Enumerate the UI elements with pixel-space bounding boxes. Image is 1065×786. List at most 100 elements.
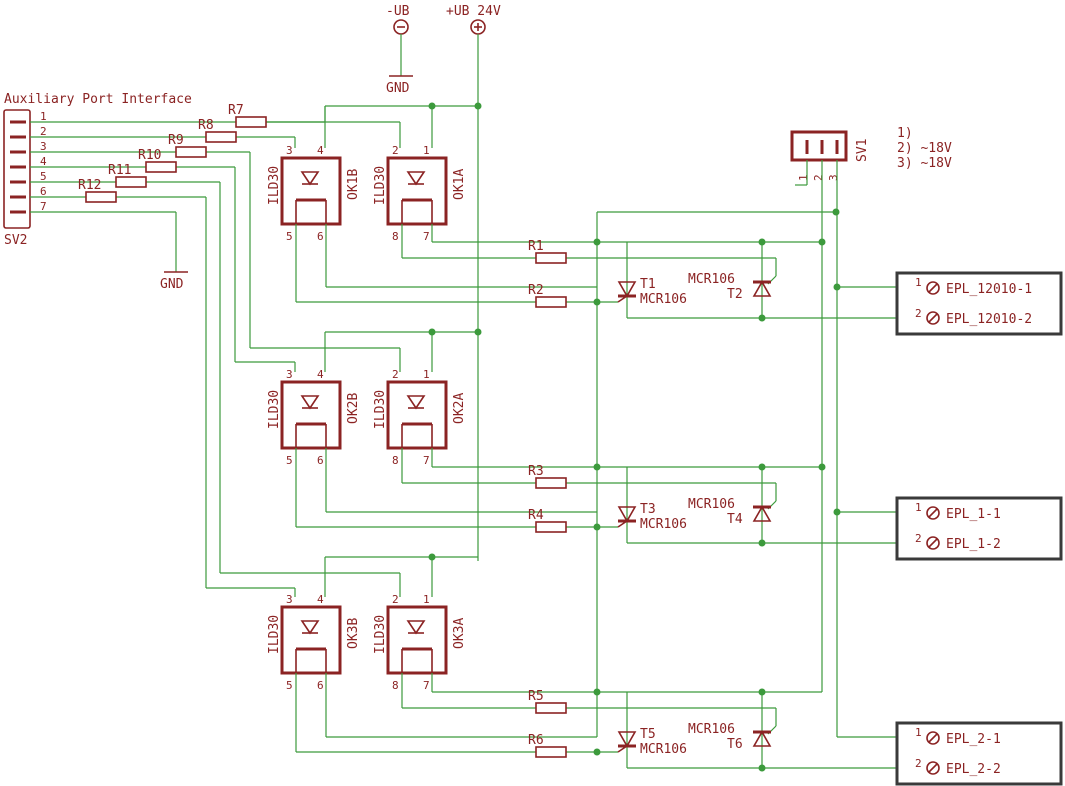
t3-part: MCR106 [640, 517, 687, 532]
connector-sv1: SV1 1 2 3 1) 2) ~18V 3) ~18V [790, 126, 952, 181]
ok1a-part: ILD30 [373, 166, 388, 205]
thyristor-t2: MCR106 T2 [688, 272, 772, 302]
sv2-pin-2: 2 [40, 125, 47, 138]
epl2-label-1: EPL_2-1 [946, 732, 1001, 747]
optocoupler-ok1b: 3 4 5 6 ILD30 OK1B [267, 144, 361, 243]
ok1a-pin-2: 2 [392, 144, 399, 157]
sv2-pin-3: 3 [40, 140, 47, 153]
ok2b-pin-3: 3 [286, 368, 293, 381]
sv1-legend-2: 2) ~18V [897, 141, 952, 156]
ok1a-pin-7: 7 [423, 230, 430, 243]
ok3a-part: ILD30 [373, 615, 388, 654]
ok3a-pin-2: 2 [392, 593, 399, 606]
optocoupler-ok2b: 3 4 5 6 ILD30 OK2B [267, 368, 361, 467]
t5-ref: T5 [640, 727, 656, 742]
ok2a-part: ILD30 [373, 390, 388, 429]
epl12010-label-2: EPL_12010-2 [946, 312, 1032, 327]
sv1-legend-3: 3) ~18V [897, 156, 952, 171]
ok1b-pin-3: 3 [286, 144, 293, 157]
resistor-r5: R5 [528, 689, 567, 714]
sv1-pin-1: 1 [797, 174, 810, 181]
terminal-block-epl-12010: 1 2 EPL_12010-1 EPL_12010-2 [895, 271, 1063, 336]
ok1a-ref: OK1A [452, 169, 467, 200]
resistor-r12: R12 [78, 178, 117, 203]
t6-part: MCR106 [688, 722, 735, 737]
optocoupler-ok1a: 2 1 8 7 ILD30 OK1A [373, 144, 467, 243]
gnd-label-top: GND [386, 81, 410, 96]
t5-part: MCR106 [640, 742, 687, 757]
ok2b-pin-6: 6 [317, 454, 324, 467]
aux-connector-sv2: Auxiliary Port Interface 1 2 3 4 5 6 7 S… [3, 92, 192, 248]
ok1b-part: ILD30 [267, 166, 282, 205]
r8-label: R8 [198, 118, 214, 133]
t2-part: MCR106 [688, 272, 735, 287]
minus-ub-supply: -UB GND [386, 4, 413, 96]
aux-port-title: Auxiliary Port Interface [4, 92, 192, 107]
thyristor-t3: T3 MCR106 [617, 502, 687, 532]
ok1b-pin-4: 4 [317, 144, 324, 157]
ok2b-pin-4: 4 [317, 368, 324, 381]
ok2a-ref: OK2A [452, 393, 467, 424]
r3-label: R3 [528, 464, 544, 479]
ok3b-part: ILD30 [267, 615, 282, 654]
connector-pins [10, 120, 26, 214]
optocoupler-ok3a: 2 1 8 7 ILD30 OK3A [373, 593, 467, 692]
optocoupler-ok2a: 2 1 8 7 ILD30 OK2A [373, 368, 467, 467]
sv2-ref: SV2 [4, 233, 27, 248]
terminal-block-epl-2: 1 2 EPL_2-1 EPL_2-2 [895, 721, 1063, 786]
resistor-r2: R2 [528, 283, 567, 308]
r1-label: R1 [528, 239, 544, 254]
ok2a-pin-7: 7 [423, 454, 430, 467]
ok2a-pin-1: 1 [423, 368, 430, 381]
ok1b-ref: OK1B [346, 169, 361, 200]
resistor-r4: R4 [528, 508, 567, 533]
ok1a-pin-1: 1 [423, 144, 430, 157]
minus-ub-label: -UB [386, 4, 410, 19]
epl12010-pin-2: 2 [915, 307, 922, 320]
r7-label: R7 [228, 103, 244, 118]
ok2b-part: ILD30 [267, 390, 282, 429]
epl12010-label-1: EPL_12010-1 [946, 282, 1032, 297]
gnd-label-aux: GND [160, 277, 184, 292]
ok3a-ref: OK3A [452, 618, 467, 649]
ok3b-pin-6: 6 [317, 679, 324, 692]
r10-label: R10 [138, 148, 161, 163]
t6-ref: T6 [727, 737, 743, 752]
plus-ub-label: +UB 24V [446, 4, 501, 19]
epl2-pin-1: 1 [915, 726, 922, 739]
t3-ref: T3 [640, 502, 656, 517]
sv2-pin-4: 4 [40, 155, 47, 168]
r4-label: R4 [528, 508, 544, 523]
ok2a-pin-2: 2 [392, 368, 399, 381]
r12-label: R12 [78, 178, 101, 193]
resistor-r10: R10 [138, 148, 177, 173]
sv1-pin-3: 3 [827, 174, 840, 181]
r5-label: R5 [528, 689, 544, 704]
resistor-r7: R7 [228, 103, 267, 128]
r6-label: R6 [528, 733, 544, 748]
resistor-r1: R1 [528, 239, 567, 264]
ok2b-pin-5: 5 [286, 454, 293, 467]
ok2b-ref: OK2B [346, 393, 361, 424]
sv2-pin-7: 7 [40, 200, 47, 213]
ok3b-pin-5: 5 [286, 679, 293, 692]
epl2-label-2: EPL_2-2 [946, 762, 1001, 777]
thyristor-t5: T5 MCR106 [617, 727, 687, 757]
t4-ref: T4 [727, 512, 743, 527]
ok2a-pin-8: 8 [392, 454, 399, 467]
epl1-pin-1: 1 [915, 501, 922, 514]
t4-part: MCR106 [688, 497, 735, 512]
t2-ref: T2 [727, 287, 743, 302]
r9-label: R9 [168, 133, 184, 148]
ok3a-pin-7: 7 [423, 679, 430, 692]
epl1-label-1: EPL_1-1 [946, 507, 1001, 522]
ok1b-pin-5: 5 [286, 230, 293, 243]
t1-ref: T1 [640, 277, 656, 292]
thyristor-t4: MCR106 T4 [688, 497, 772, 527]
ok3b-ref: OK3B [346, 618, 361, 649]
sv2-pin-5: 5 [40, 170, 47, 183]
t1-part: MCR106 [640, 292, 687, 307]
epl1-pin-2: 2 [915, 532, 922, 545]
resistor-r6: R6 [528, 733, 567, 758]
